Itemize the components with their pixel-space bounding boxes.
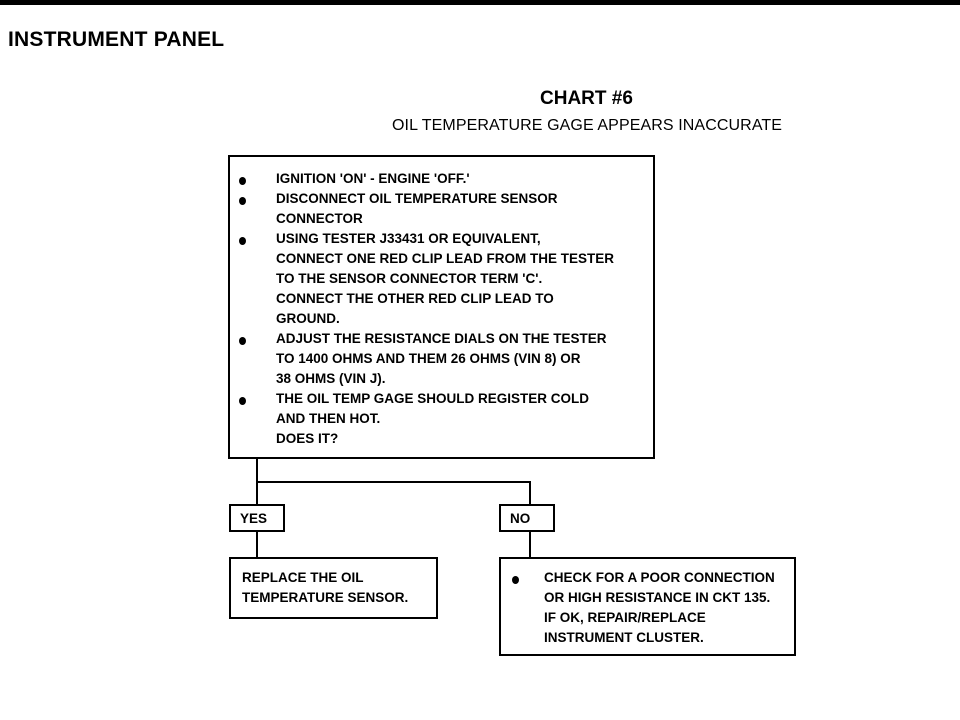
step-line: THE OIL TEMP GAGE SHOULD REGISTER COLD <box>276 391 590 406</box>
result-line: CHECK FOR A POOR CONNECTION <box>544 570 775 585</box>
result-line: INSTRUMENT CLUSTER. <box>544 630 704 645</box>
yes-label: YES <box>240 511 268 526</box>
step-line: TO THE SENSOR CONNECTOR TERM 'C'. <box>276 271 543 286</box>
yes-result-box: REPLACE THE OIL TEMPERATURE SENSOR. <box>229 557 438 619</box>
step-line: GROUND. <box>276 311 340 326</box>
section-title: INSTRUMENT PANEL <box>8 28 225 51</box>
no-result-text: CHECK FOR A POOR CONNECTION OR HIGH RESI… <box>544 568 775 648</box>
connector-no-result <box>529 532 531 557</box>
step-line: USING TESTER J33431 OR EQUIVALENT, <box>276 231 541 246</box>
bullet-icon <box>239 337 246 345</box>
step-line: IGNITION 'ON' - ENGINE 'OFF.' <box>276 171 470 186</box>
bullet-icon <box>239 397 246 405</box>
bullet-icon <box>512 576 519 584</box>
connector-no-down <box>529 481 531 504</box>
step-line: TO 1400 OHMS AND THEM 26 OHMS (VIN 8) OR <box>276 351 581 366</box>
no-result-box: CHECK FOR A POOR CONNECTION OR HIGH RESI… <box>499 557 796 656</box>
step-line: AND THEN HOT. <box>276 411 381 426</box>
top-rule <box>0 0 960 5</box>
step-line: DISCONNECT OIL TEMPERATURE SENSOR <box>276 191 558 206</box>
step-line: 38 OHMS (VIN J). <box>276 371 386 386</box>
step-5: THE OIL TEMP GAGE SHOULD REGISTER COLD A… <box>276 389 589 449</box>
step-line: ADJUST THE RESISTANCE DIALS ON THE TESTE… <box>276 331 607 346</box>
yes-result-text: REPLACE THE OIL TEMPERATURE SENSOR. <box>242 568 408 608</box>
connector-stem <box>256 459 258 483</box>
connector-yes-result <box>256 532 258 557</box>
step-line: DOES IT? <box>276 431 339 446</box>
result-line: IF OK, REPAIR/REPLACE <box>544 610 706 625</box>
step-line: CONNECT THE OTHER RED CLIP LEAD TO <box>276 291 554 306</box>
yes-branch-box: YES <box>229 504 285 532</box>
step-3: USING TESTER J33431 OR EQUIVALENT, CONNE… <box>276 229 614 329</box>
bullet-icon <box>239 177 246 185</box>
no-label: NO <box>510 511 531 526</box>
result-line: OR HIGH RESISTANCE IN CKT 135. <box>544 590 771 605</box>
result-line: TEMPERATURE SENSOR. <box>242 590 409 605</box>
no-branch-box: NO <box>499 504 555 532</box>
connector-horizontal <box>256 481 531 483</box>
step-4: ADJUST THE RESISTANCE DIALS ON THE TESTE… <box>276 329 607 389</box>
instruction-box: IGNITION 'ON' - ENGINE 'OFF.' DISCONNECT… <box>228 155 655 459</box>
step-1: IGNITION 'ON' - ENGINE 'OFF.' <box>276 169 470 189</box>
result-line: REPLACE THE OIL <box>242 570 364 585</box>
bullet-icon <box>239 237 246 245</box>
chart-title: CHART #6 <box>540 88 633 109</box>
step-line: CONNECT ONE RED CLIP LEAD FROM THE TESTE… <box>276 251 615 266</box>
chart-subtitle: OIL TEMPERATURE GAGE APPEARS INACCURATE <box>392 117 783 134</box>
bullet-icon <box>239 197 246 205</box>
connector-yes-down <box>256 481 258 504</box>
step-2: DISCONNECT OIL TEMPERATURE SENSOR CONNEC… <box>276 189 558 229</box>
step-line: CONNECTOR <box>276 211 363 226</box>
